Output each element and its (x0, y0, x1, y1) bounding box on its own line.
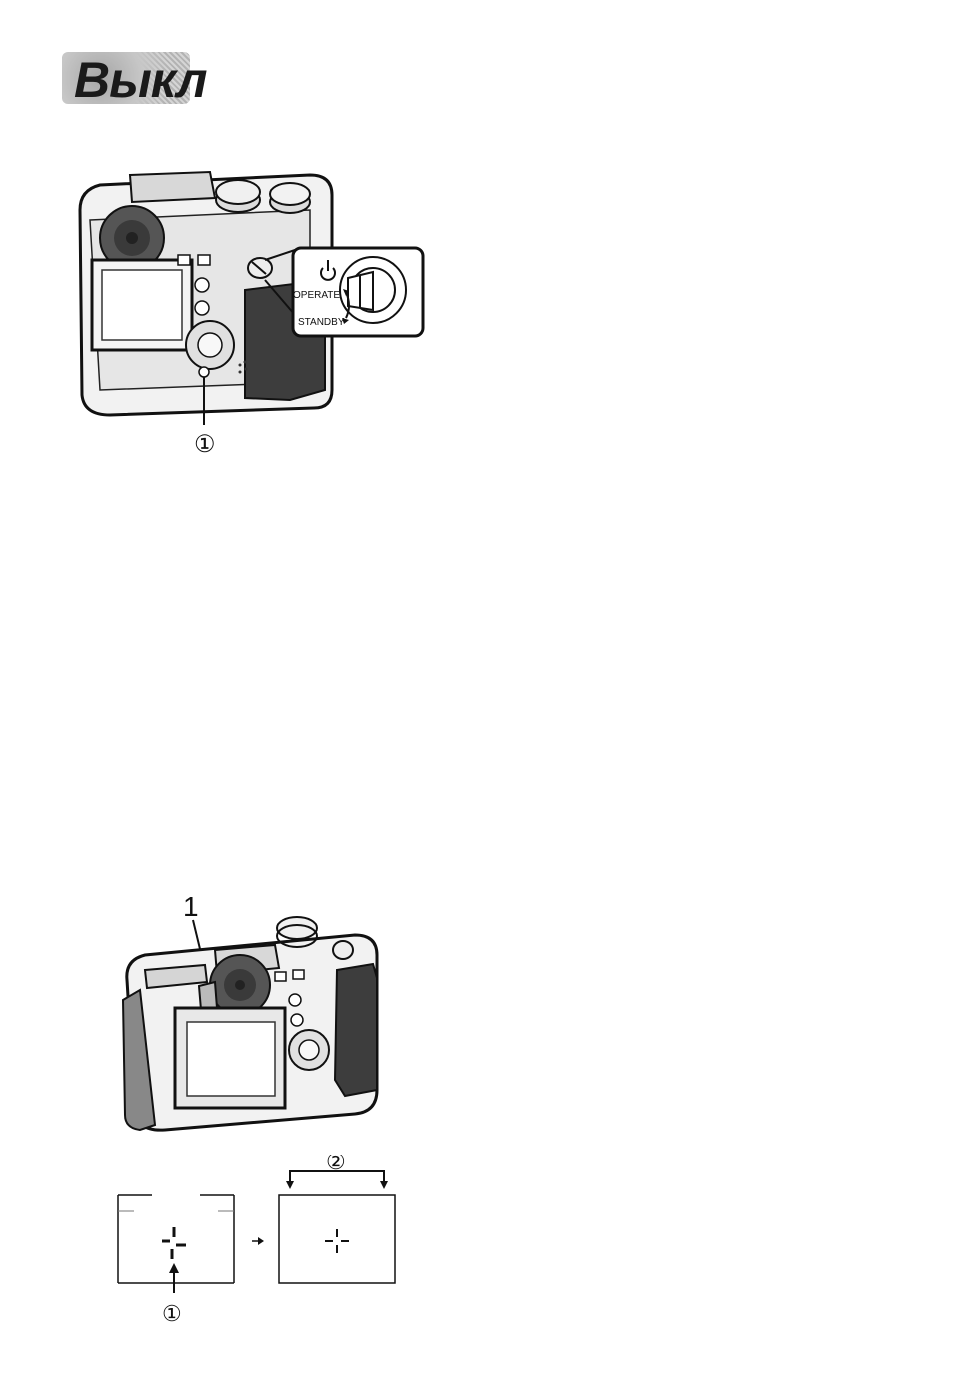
focus-crosshair-blurred (162, 1227, 186, 1259)
callout-1: ① (194, 431, 216, 458)
viewfinder-frame-before: ① (118, 1195, 234, 1325)
figure-viewfinder-frames: ① ② (112, 1155, 402, 1325)
page-heading: Выкл (62, 48, 202, 108)
switch-label-operate: OPERATE (293, 290, 340, 301)
viewfinder-frame-after: ② (279, 1155, 395, 1283)
switch-label-standby: STANDBY (298, 317, 345, 328)
focus-crosshair-sharp (325, 1229, 349, 1253)
camera-body-illustration (123, 917, 377, 1130)
figure-camera-power-switch: OPERATE STANDBY ① (70, 150, 430, 460)
arrow-right-icon (252, 1237, 264, 1245)
page-title: Выкл (74, 50, 207, 110)
step-label: 1 (183, 891, 199, 922)
callout-2: ② (326, 1155, 346, 1174)
figure-camera-diopter: 1 (115, 890, 390, 1150)
callout-1: ① (162, 1301, 182, 1325)
